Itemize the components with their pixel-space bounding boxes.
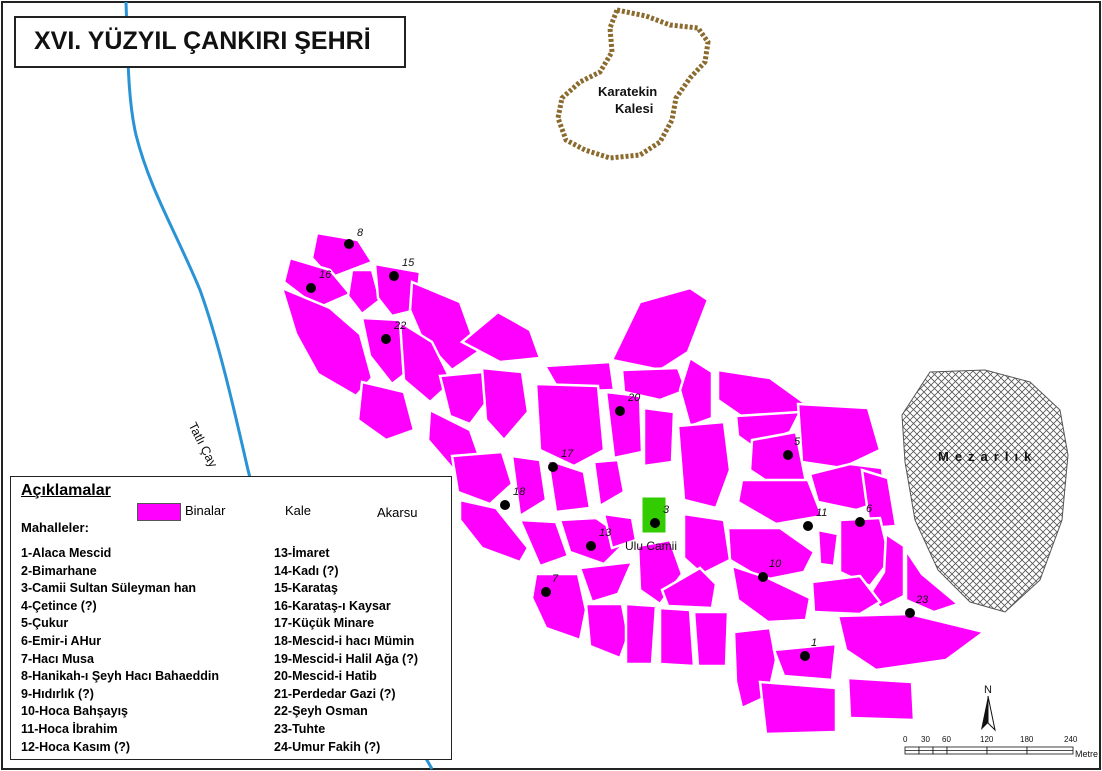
neighborhood-number-label: 3 xyxy=(663,504,670,516)
neighborhood-number-label: 20 xyxy=(627,392,641,404)
neighborhood-point xyxy=(586,541,596,551)
neighborhood-number-label: 17 xyxy=(561,448,574,460)
neighborhood-point xyxy=(500,500,510,510)
north-label: N xyxy=(984,684,992,696)
list-item: 2-Bimarhane xyxy=(21,563,97,578)
list-item: 24-Umur Fakih (?) xyxy=(274,739,381,754)
scale-bar xyxy=(904,746,1074,755)
list-item: 23-Tuhte xyxy=(274,721,326,736)
legend-castle-label: Kale xyxy=(285,503,312,518)
cemetery-label: Mezarlık xyxy=(938,449,1038,464)
map-title: XVI. YÜZYIL ÇANKIRI ŞEHRİ xyxy=(34,27,371,55)
list-item: 7-Hacı Musa xyxy=(21,651,94,666)
neighborhood-point xyxy=(800,651,810,661)
list-item: 20-Mescid-i Hatib xyxy=(274,669,377,684)
list-item: 4-Çetince (?) xyxy=(21,598,97,613)
neighborhood-number-label: 23 xyxy=(915,594,929,606)
scale-tick-label: 240 xyxy=(1064,735,1078,744)
neighborhood-point xyxy=(306,283,316,293)
legend-buildings-label: Binalar xyxy=(185,503,226,518)
neighborhood-list-left: 1-Alaca Mescid 2-Bimarhane 3-Camii Sulta… xyxy=(21,545,219,756)
list-item: 22-Şeyh Osman xyxy=(274,704,368,719)
fortress-label-1: Karatekin xyxy=(598,84,658,99)
scale-tick-label: 120 xyxy=(980,735,994,744)
neighborhood-point xyxy=(758,572,768,582)
neighborhood-point xyxy=(650,518,660,528)
neighborhood-number-label: 7 xyxy=(552,573,559,585)
list-item: 13-İmaret xyxy=(274,546,330,560)
list-item: 11-Hoca İbrahim xyxy=(21,721,118,736)
neighborhood-number-label: 1 xyxy=(811,637,817,649)
neighborhood-point xyxy=(615,406,625,416)
list-item: 8-Hanikah-ı Şeyh Hacı Bahaeddin xyxy=(21,669,219,684)
neighborhood-point xyxy=(783,450,793,460)
neighborhood-number-label: 8 xyxy=(357,227,364,239)
list-item: 3-Camii Sultan Süleyman han xyxy=(21,581,197,596)
list-item: 9-Hıdırlık (?) xyxy=(21,686,94,701)
scale-tick-label: 60 xyxy=(942,735,951,744)
neighborhood-point xyxy=(803,521,813,531)
scale-tick-label: 180 xyxy=(1020,735,1034,744)
neighborhood-number-label: 6 xyxy=(866,503,873,515)
north-arrow-icon xyxy=(981,695,996,732)
list-item: 21-Perdedar Gazi (?) xyxy=(274,686,396,701)
neighborhood-point xyxy=(541,587,551,597)
neighborhood-point xyxy=(548,462,558,472)
neighborhood-number-label: 18 xyxy=(513,486,526,498)
fortress-label-2: Kalesi xyxy=(615,101,654,116)
legend-neighborhoods-heading: Mahalleler: xyxy=(21,520,89,535)
list-item: 18-Mescid-i hacı Mümin xyxy=(274,633,415,648)
neighborhood-number-label: 11 xyxy=(816,507,827,519)
neighborhood-point xyxy=(381,334,391,344)
neighborhood-point xyxy=(855,517,865,527)
scale-tick-label: 30 xyxy=(921,735,930,744)
list-item: 1-Alaca Mescid xyxy=(21,546,112,560)
neighborhood-list-right: 13-İmaret 14-Kadı (?) 15-Karataş 16-Kara… xyxy=(274,545,418,756)
scale-unit-label: Metre xyxy=(1075,749,1099,759)
list-item: 6-Emir-i AHur xyxy=(21,633,102,648)
map-title-box: XVI. YÜZYIL ÇANKIRI ŞEHRİ xyxy=(14,16,406,68)
list-item: 19-Mescid-i Halil Ağa (?) xyxy=(274,651,419,666)
neighborhood-number-label: 10 xyxy=(769,558,782,570)
list-item: 17-Küçük Minare xyxy=(274,616,375,631)
buildings-layer xyxy=(280,231,987,736)
legend-heading: Açıklamalar xyxy=(21,482,111,499)
list-item: 5-Çukur xyxy=(21,616,69,631)
neighborhood-point xyxy=(905,608,915,618)
neighborhood-number-label: 22 xyxy=(393,320,406,332)
list-item: 15-Karataş xyxy=(274,581,338,596)
neighborhood-point xyxy=(389,271,399,281)
legend-river-label: Akarsu xyxy=(377,505,418,520)
list-item: 12-Hoca Kasım (?) xyxy=(21,739,131,754)
legend-panel: Açıklamalar Binalar Kale Akarsu Mahallel… xyxy=(10,476,452,760)
legend-buildings-swatch xyxy=(137,503,181,521)
neighborhood-points: 8 16 15 22 20 17 18 13 3 7 5 11 6 10 23 1 xyxy=(306,227,929,661)
list-item: 14-Kadı (?) xyxy=(274,563,339,578)
mosque-label: Ulu Camii xyxy=(625,539,678,553)
scale-tick-label: 0 xyxy=(903,735,908,744)
cemetery-area xyxy=(901,369,1069,613)
neighborhood-point xyxy=(344,239,354,249)
neighborhood-number-label: 16 xyxy=(319,269,332,281)
neighborhood-number-label: 13 xyxy=(599,527,612,539)
neighborhood-number-label: 15 xyxy=(402,257,415,269)
list-item: 10-Hoca Bahşayış xyxy=(21,704,129,719)
list-item: 16-Karataş-ı Kaysar xyxy=(274,598,391,613)
neighborhood-number-label: 5 xyxy=(794,436,801,448)
